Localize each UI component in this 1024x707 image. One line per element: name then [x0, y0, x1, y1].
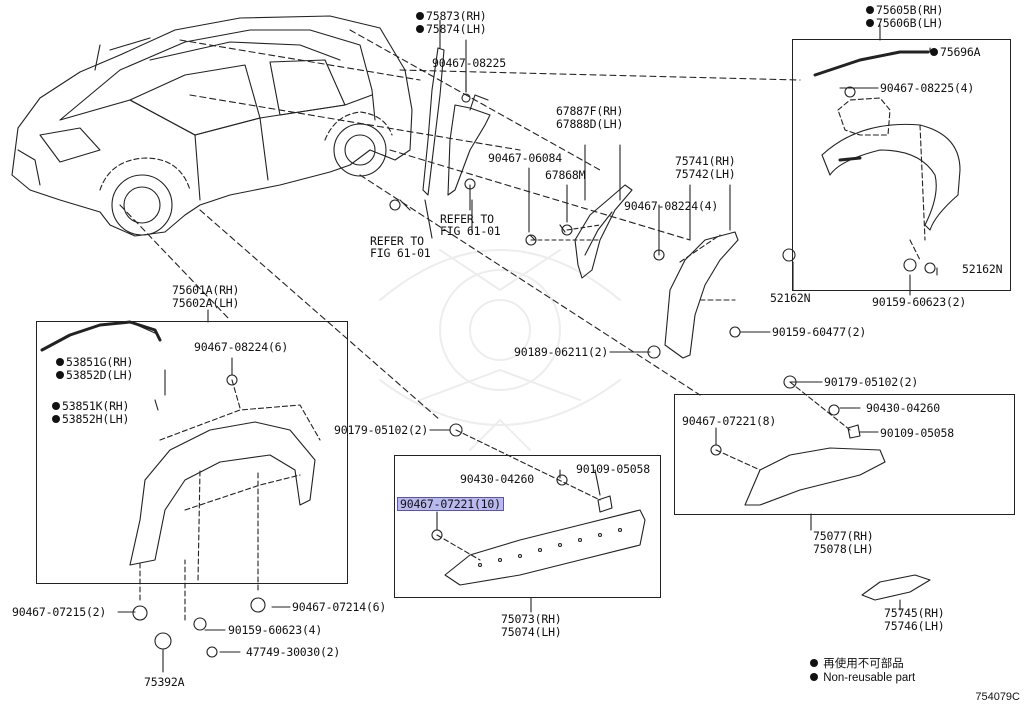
- wheel-opening-mould-part: [525, 184, 633, 279]
- part-label-52162n-b[interactable]: 52162N: [962, 262, 1003, 276]
- part-label-90467-07214-6[interactable]: 90467-07214(6): [292, 600, 387, 614]
- part-label-75392a[interactable]: 75392A: [144, 675, 185, 689]
- vehicle-illustration: [11, 15, 801, 421]
- non-reusable-marker-icon: [56, 371, 64, 379]
- part-label-67868m[interactable]: 67868M: [545, 168, 586, 182]
- fender-flare-group-box-rh: [792, 39, 1011, 291]
- part-label-90179-05102-2-b[interactable]: 90179-05102(2): [824, 375, 919, 389]
- part-label-75741[interactable]: 75741(RH): [675, 154, 736, 168]
- non-reusable-marker-icon: [416, 25, 424, 33]
- part-label-75077[interactable]: 75077(RH): [813, 529, 874, 543]
- part-label-75601a[interactable]: 75601A(RH): [172, 283, 240, 297]
- part-label-47749-30030[interactable]: 47749-30030(2): [246, 645, 341, 659]
- non-reusable-marker-icon: [866, 19, 874, 27]
- figure-code: 754079C: [975, 691, 1020, 703]
- part-label-53851g[interactable]: 53851G(RH): [56, 356, 133, 368]
- part-label-75073[interactable]: 75073(RH): [501, 612, 562, 626]
- part-label-75873[interactable]: 75873(RH): [416, 10, 487, 22]
- part-label-90467-07221-8[interactable]: 90467-07221(8): [682, 414, 777, 428]
- part-label-75742[interactable]: 75742(LH): [675, 167, 736, 181]
- part-label-90159-60477-2[interactable]: 90159-60477(2): [772, 325, 867, 339]
- part-label-90159-60623-4[interactable]: 90159-60623(4): [228, 623, 323, 637]
- part-label-90109-05058-a[interactable]: 90109-05058: [576, 462, 650, 476]
- front-flare-part: [40, 320, 321, 658]
- rear-fender-flare-part: [782, 50, 961, 274]
- rear-flare-part: [647, 231, 741, 359]
- part-label-75078[interactable]: 75078(LH): [813, 542, 874, 556]
- part-label-75074[interactable]: 75074(LH): [501, 625, 562, 639]
- part-label-67888d[interactable]: 67888D(LH): [556, 117, 624, 131]
- watermark-emblem: [379, 249, 621, 451]
- non-reusable-marker-icon: [810, 673, 818, 681]
- part-label-53852d[interactable]: 53852D(LH): [56, 369, 133, 381]
- non-reusable-marker-icon: [52, 402, 60, 410]
- part-label-90159-60623-2[interactable]: 90159-60623(2): [872, 295, 967, 309]
- non-reusable-marker-icon: [56, 358, 64, 366]
- non-reusable-marker-icon: [930, 48, 938, 56]
- part-label-75696a[interactable]: 75696A: [930, 46, 981, 58]
- part-label-90467-07215-2[interactable]: 90467-07215(2): [12, 605, 107, 619]
- rocker-moulding-part: [431, 423, 646, 586]
- part-label-90467-07221-10-highlighted[interactable]: 90467-07221(10): [397, 497, 504, 511]
- part-label-53851k[interactable]: 53851K(RH): [52, 400, 129, 412]
- part-label-90467-08225[interactable]: 90467-08225: [432, 56, 506, 70]
- part-label-90467-08225-4[interactable]: 90467-08225(4): [880, 81, 975, 95]
- part-label-90189-06211-2[interactable]: 90189-06211(2): [514, 345, 609, 359]
- part-label-75746[interactable]: 75746(LH): [884, 619, 945, 633]
- part-label-90179-05102-2-a[interactable]: 90179-05102(2): [334, 423, 429, 437]
- part-label-90430-04260-b[interactable]: 90430-04260: [866, 401, 940, 415]
- part-label-75605b[interactable]: 75605B(RH): [866, 4, 943, 16]
- rocker-group-box-75077: [674, 394, 1015, 515]
- rocker-group-box-75073: [394, 455, 661, 598]
- part-label-90430-04260-a[interactable]: 90430-04260: [460, 472, 534, 486]
- part-label-75602a[interactable]: 75602A(LH): [172, 296, 240, 310]
- part-label-52162n-a[interactable]: 52162N: [770, 291, 811, 305]
- front-flare-group-box: [36, 321, 348, 584]
- part-label-53852h[interactable]: 53852H(LH): [52, 413, 129, 425]
- part-label-67887f[interactable]: 67887F(RH): [556, 104, 624, 118]
- part-label-90109-05058-b[interactable]: 90109-05058: [880, 426, 954, 440]
- non-reusable-marker-icon: [416, 12, 424, 20]
- part-label-90467-08224-6[interactable]: 90467-08224(6): [194, 340, 289, 354]
- part-label-90467-08224-4[interactable]: 90467-08224(4): [624, 199, 719, 213]
- clip-part-75745: [861, 574, 931, 601]
- part-label-90467-06084[interactable]: 90467-06084: [488, 151, 562, 165]
- legend-english: Non-reusable part: [810, 672, 915, 684]
- part-label-75745[interactable]: 75745(RH): [884, 606, 945, 620]
- non-reusable-marker-icon: [866, 6, 874, 14]
- part-label-75874[interactable]: 75874(LH): [416, 23, 487, 35]
- non-reusable-marker-icon: [52, 415, 60, 423]
- non-reusable-marker-icon: [810, 659, 818, 667]
- part-label-75606b[interactable]: 75606B(LH): [866, 17, 943, 29]
- legend-japanese: 再使用不可部品: [810, 655, 904, 671]
